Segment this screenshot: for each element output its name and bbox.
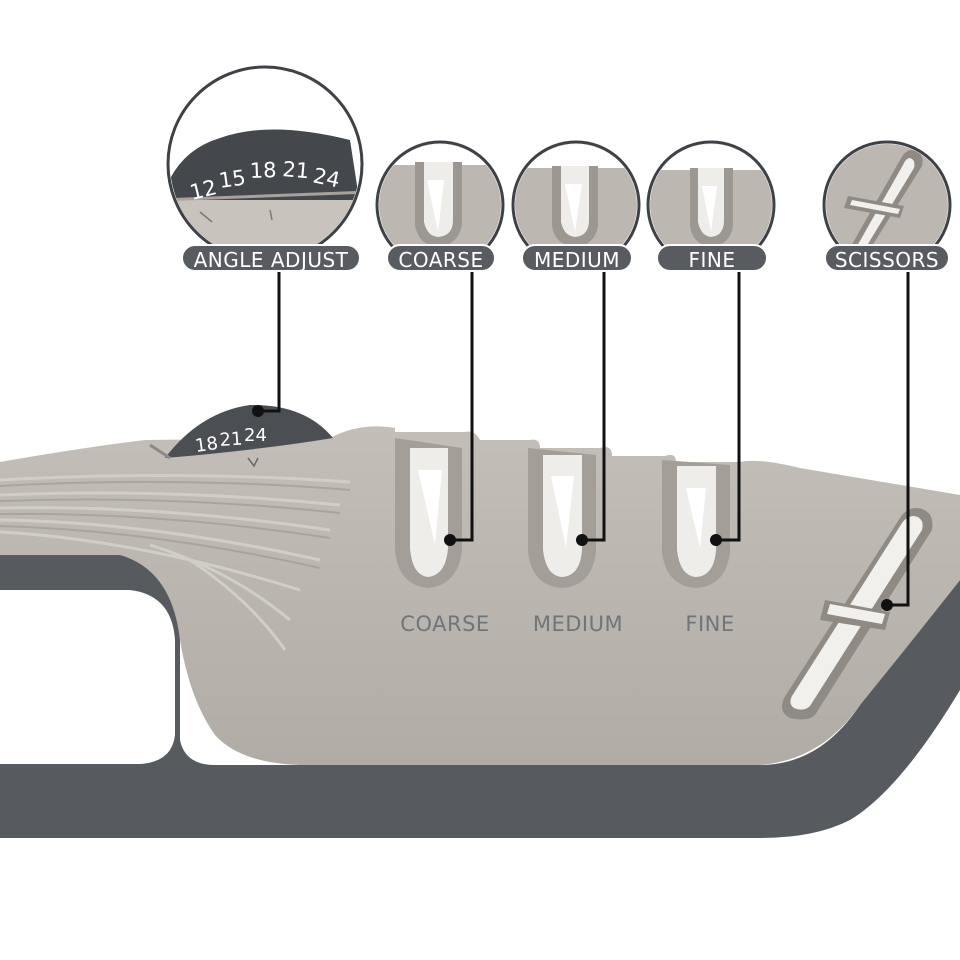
leader-dots <box>252 405 893 611</box>
dial-number-24: 24 <box>244 425 267 446</box>
zoom-number-21: 21 <box>282 157 311 183</box>
label-fine: FINE <box>656 244 768 272</box>
leader-angle-adjust <box>258 270 281 413</box>
dial-number-18: 18 <box>194 433 220 457</box>
slot-fine <box>662 460 730 588</box>
leader-coarse <box>450 270 474 542</box>
label-angle-adjust: ANGLE ADJUST <box>181 244 361 272</box>
sharpener-body: 18 21 24 <box>0 404 960 838</box>
slot-medium <box>528 448 596 588</box>
zoom-number-15: 15 <box>217 165 247 192</box>
slot-label-medium: MEDIUM <box>532 612 624 636</box>
label-medium: MEDIUM <box>521 244 633 272</box>
callout-medium <box>511 140 641 270</box>
zoom-number-24: 24 <box>311 163 342 192</box>
handle-opening <box>0 590 175 764</box>
angle-dial: 18 21 24 <box>149 404 333 468</box>
leader-medium <box>582 270 606 542</box>
slot-label-coarse: COARSE <box>400 612 490 636</box>
slot-coarse <box>395 438 462 588</box>
leader-lines <box>258 270 910 607</box>
leader-fine <box>716 270 741 542</box>
dial-number-21: 21 <box>219 428 243 451</box>
callout-angle-adjust: 12 15 18 21 24 <box>166 65 364 263</box>
body-ridges <box>0 473 351 651</box>
scissors-slot <box>782 508 933 720</box>
slot-label-fine: FINE <box>685 612 735 636</box>
label-coarse: COARSE <box>386 244 496 272</box>
handle-base <box>0 555 960 838</box>
label-scissors: SCISSORS <box>824 244 950 272</box>
zoom-number-18: 18 <box>249 158 277 183</box>
leader-scissors <box>887 270 910 607</box>
